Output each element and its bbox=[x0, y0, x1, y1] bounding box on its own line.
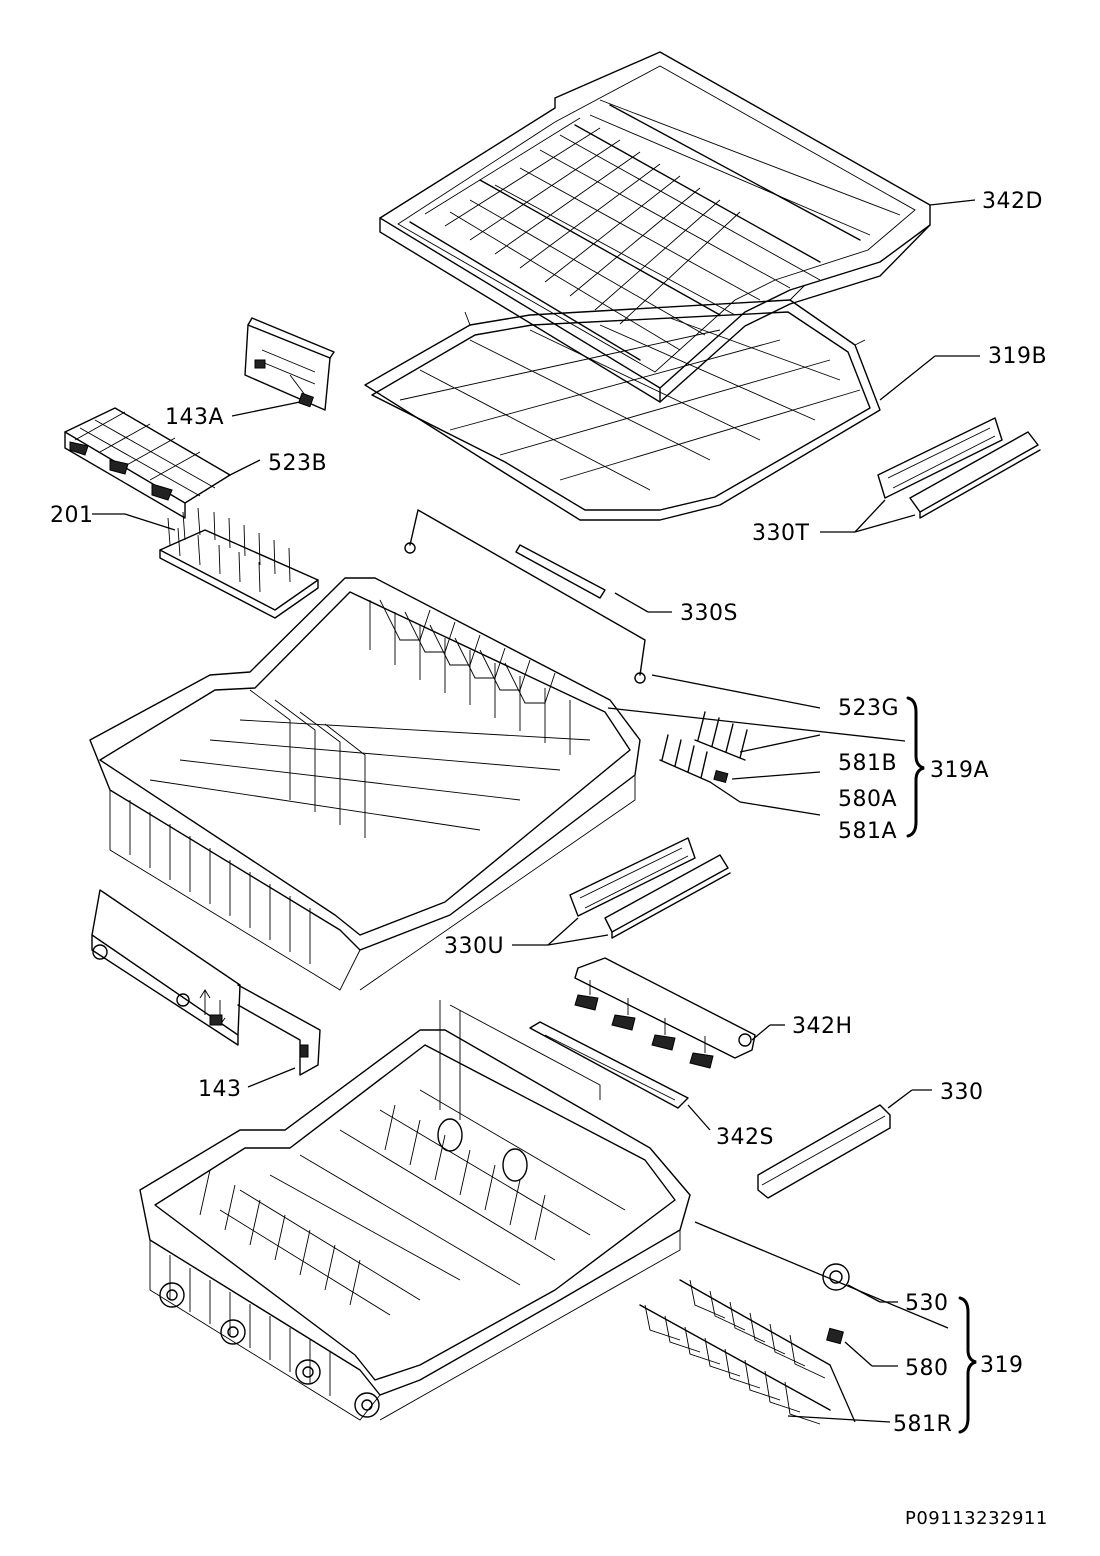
label-342S: 342S bbox=[716, 1125, 774, 1150]
part-319A-upper-basket bbox=[89, 577, 641, 991]
brace-319A bbox=[906, 696, 925, 838]
part-330-rail bbox=[757, 1104, 891, 1199]
label-523B: 523B bbox=[268, 451, 327, 476]
part-330U-rail-set bbox=[569, 837, 731, 939]
label-581A: 581A bbox=[838, 819, 897, 844]
label-319A: 319A bbox=[930, 758, 989, 783]
label-330T: 330T bbox=[752, 521, 809, 546]
label-342H: 342H bbox=[792, 1014, 853, 1039]
label-330U: 330U bbox=[444, 934, 504, 959]
label-143A: 143A bbox=[165, 405, 224, 430]
label-201: 201 bbox=[50, 503, 94, 528]
label-581R: 581R bbox=[893, 1412, 952, 1437]
part-342S-rail bbox=[529, 1021, 689, 1109]
label-330S: 330S bbox=[680, 601, 738, 626]
part-581A-tine-row bbox=[659, 734, 711, 783]
label-580: 580 bbox=[905, 1356, 949, 1381]
part-342D-cutlery-tray bbox=[379, 51, 931, 403]
part-581B-tine-row bbox=[694, 711, 748, 761]
part-319B-rack-frame bbox=[364, 284, 881, 521]
part-580A-clip bbox=[713, 769, 729, 783]
part-580-clip bbox=[826, 1327, 844, 1345]
label-530: 530 bbox=[905, 1291, 949, 1316]
part-581R-tine-rack bbox=[639, 1279, 831, 1425]
part-330T-rail-set bbox=[877, 417, 1041, 519]
part-523G-rod bbox=[404, 509, 646, 684]
label-580A: 580A bbox=[838, 787, 897, 812]
label-342D: 342D bbox=[982, 189, 1043, 214]
label-581B: 581B bbox=[838, 751, 897, 776]
part-143A-clip bbox=[244, 317, 335, 411]
tray-ribs bbox=[409, 99, 901, 361]
part-330S-rail bbox=[515, 544, 606, 599]
part-201-prong-insert bbox=[159, 507, 319, 619]
part-342H-holder bbox=[574, 957, 756, 1069]
part-143-rail-adjuster bbox=[91, 889, 321, 1076]
label-319: 319 bbox=[980, 1353, 1024, 1378]
drawing-reference-number: P09113232911 bbox=[905, 1508, 1048, 1529]
label-523G: 523G bbox=[838, 696, 899, 721]
part-530-wheel bbox=[822, 1263, 850, 1291]
label-330: 330 bbox=[940, 1080, 984, 1105]
brace-319 bbox=[958, 1296, 977, 1434]
label-143: 143 bbox=[198, 1077, 242, 1102]
label-319B: 319B bbox=[988, 344, 1047, 369]
part-319-lower-basket bbox=[139, 1000, 691, 1421]
